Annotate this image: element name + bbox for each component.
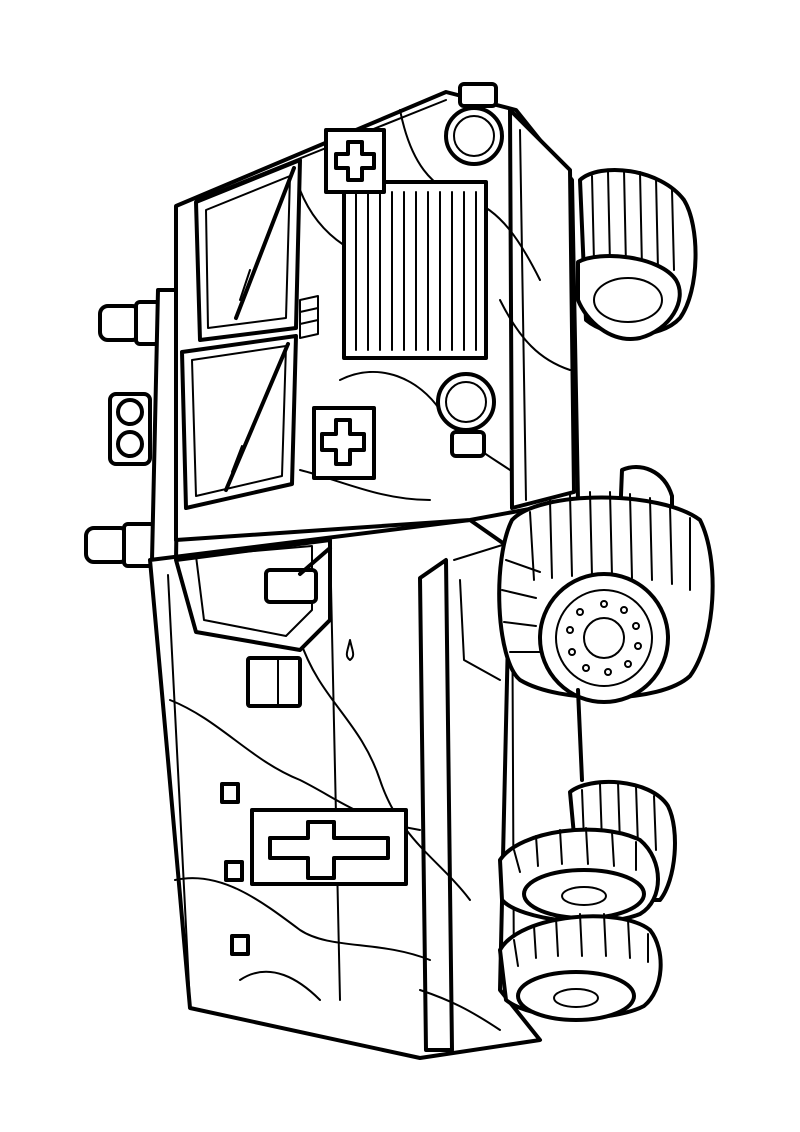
roof-beacons — [84, 300, 164, 568]
pillar-stripes — [299, 295, 319, 339]
lug-nuts — [566, 600, 642, 676]
headlight-icon — [436, 372, 496, 458]
wheel-icon — [498, 780, 677, 924]
vent-box — [246, 656, 302, 708]
wheel-icon — [497, 465, 715, 704]
medical-cross-icon — [324, 128, 386, 194]
door-frame-front — [418, 558, 454, 1052]
rivet-squares — [220, 782, 250, 956]
siren-icon — [108, 392, 152, 466]
windshield-upper — [194, 158, 302, 342]
rear-body-edge — [167, 574, 191, 1006]
wheel-icon — [576, 168, 698, 341]
windshield-lower — [180, 334, 298, 510]
cab-front-face — [508, 108, 576, 510]
medical-cross-icon — [250, 808, 408, 886]
front-grille — [342, 180, 488, 360]
beacon-light-icon — [98, 300, 164, 346]
chassis-line — [459, 579, 501, 681]
wiper-icon — [224, 342, 290, 492]
beacon-light-icon — [84, 522, 156, 568]
medical-cross-icon — [312, 406, 376, 480]
headlight-icon — [444, 82, 504, 166]
wheel-icon — [498, 913, 663, 1022]
wiper-icon — [234, 166, 296, 320]
side-mirror — [264, 546, 332, 604]
chassis-line — [576, 688, 584, 782]
